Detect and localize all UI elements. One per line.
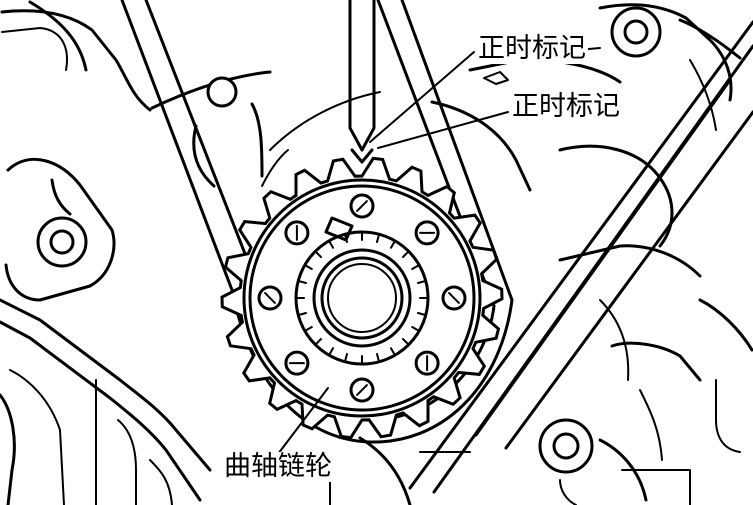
sprocket-bolt-slot: [356, 384, 368, 396]
bottom-right-bolt-boss: [538, 418, 594, 474]
sprocket-bolt-slot: [264, 292, 276, 304]
crankshaft-nose-inner: [320, 256, 404, 340]
crankshaft-bore: [327, 263, 397, 333]
leader-crankshaft-sprocket: [277, 387, 329, 455]
timing-marks: [348, 0, 376, 164]
top-right-bolt-boss: [610, 6, 662, 58]
leader-timing-mark-2: [377, 111, 509, 149]
sprocket-bolt-slot: [448, 292, 460, 304]
sprocket-bolts: [257, 193, 467, 403]
timing-mark-label-2: 正时标记: [510, 91, 622, 122]
sprocket-rim: [242, 178, 482, 418]
leader-timing-mark-1: [369, 51, 475, 143]
timing-mark-label-1: 正时标记: [476, 33, 588, 64]
sprocket-timing-notch: [350, 148, 374, 164]
crankshaft-sprocket: [220, 156, 504, 440]
crankshaft-sprocket-label: 曲轴链轮: [222, 451, 334, 482]
sprocket-rim-inner: [248, 184, 476, 412]
keyway: [324, 216, 354, 242]
crankshaft-nose: [312, 248, 412, 348]
chain-guide-rails: [408, 20, 753, 494]
left-bolt-boss: [36, 216, 88, 268]
sprocket-bolt-slot: [356, 200, 368, 212]
timing-pointer: [348, 0, 376, 152]
hub-splines: [295, 231, 429, 365]
leader-lines: [277, 51, 509, 455]
